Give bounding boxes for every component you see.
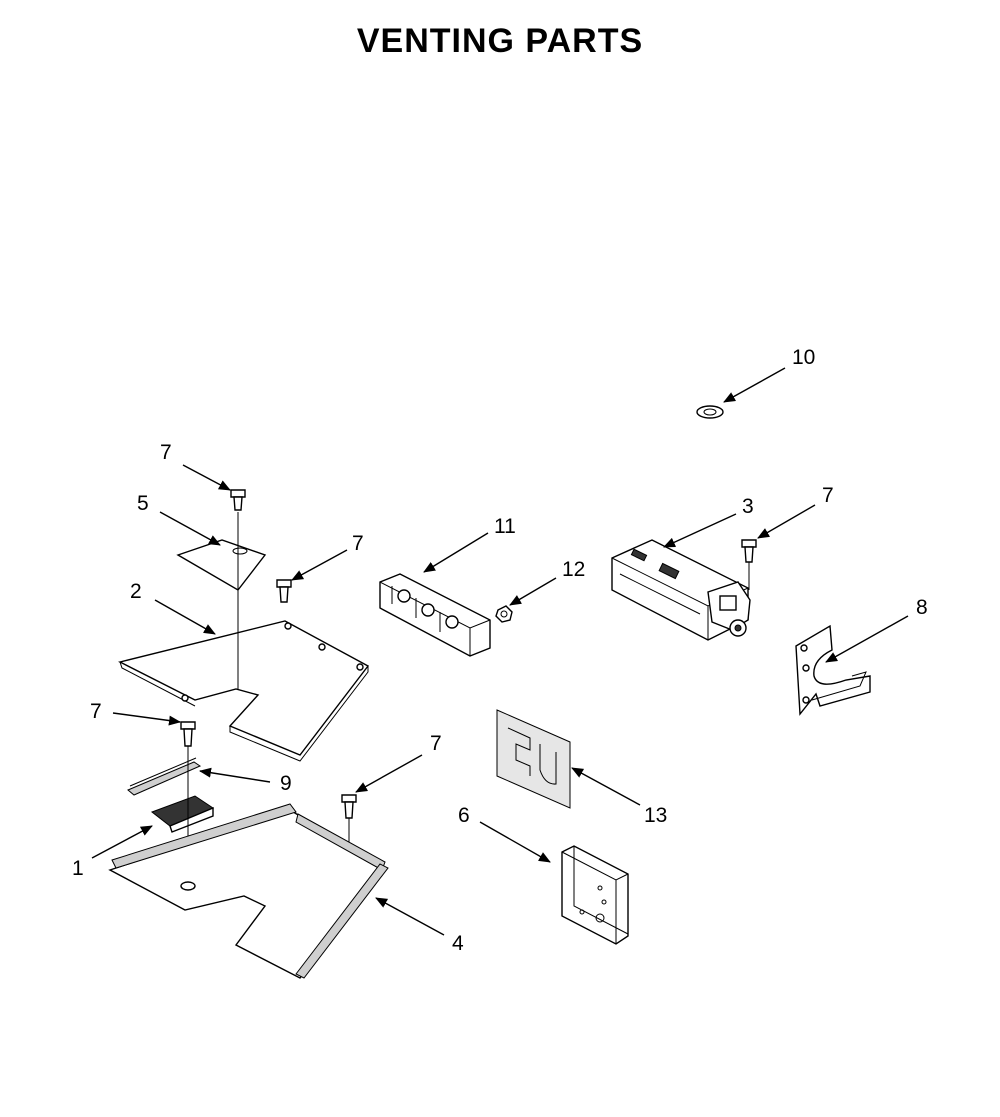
part-7-screw-right bbox=[741, 539, 757, 590]
callout-12: 12 bbox=[562, 558, 585, 581]
part-11-vent-bracket bbox=[379, 573, 491, 657]
part-2-vent-panel bbox=[118, 620, 370, 762]
leader-3 bbox=[663, 513, 737, 548]
part-13-insulation bbox=[496, 709, 571, 809]
part-5-cover-plate bbox=[176, 539, 267, 591]
leader-7a bbox=[182, 464, 231, 491]
part-7-screw-mid bbox=[276, 579, 292, 603]
leader-7b bbox=[291, 549, 348, 581]
part-7-screw-lower-left bbox=[180, 721, 196, 747]
part-7-screw-top-left bbox=[230, 489, 246, 511]
part-6-box-bracket bbox=[561, 845, 629, 945]
callout-5: 5 bbox=[137, 492, 149, 515]
part-12-nut bbox=[495, 605, 513, 623]
leader-12 bbox=[509, 577, 557, 606]
callout-7-lower-left: 7 bbox=[90, 700, 102, 723]
callout-4: 4 bbox=[452, 932, 464, 955]
leader-7e bbox=[757, 504, 816, 539]
callout-13: 13 bbox=[644, 804, 667, 827]
callout-8: 8 bbox=[916, 596, 928, 619]
leader-1 bbox=[91, 825, 153, 859]
leader-7c bbox=[112, 712, 181, 726]
leader-2 bbox=[154, 599, 216, 635]
part-8-mounting-bracket bbox=[795, 624, 871, 716]
callout-3: 3 bbox=[742, 495, 754, 518]
part-9-gasket bbox=[127, 757, 202, 796]
callout-6: 6 bbox=[458, 804, 470, 827]
callout-7-top-left: 7 bbox=[160, 441, 172, 464]
callout-7-mid: 7 bbox=[352, 532, 364, 555]
leader-9 bbox=[199, 767, 271, 783]
leader-6 bbox=[479, 821, 551, 863]
callout-7-right: 7 bbox=[822, 484, 834, 507]
part-4-base-plate bbox=[108, 803, 389, 979]
leader-7d bbox=[355, 754, 423, 793]
callout-10: 10 bbox=[792, 346, 815, 369]
leader-10 bbox=[723, 367, 786, 403]
leader-8 bbox=[825, 615, 909, 663]
part-3-vent-motor bbox=[611, 539, 751, 641]
part-1-damper bbox=[150, 795, 215, 833]
leader-5 bbox=[159, 511, 221, 546]
leader-13 bbox=[571, 767, 641, 806]
leader-4 bbox=[375, 897, 445, 936]
callout-9: 9 bbox=[280, 772, 292, 795]
diagram-title: VENTING PARTS bbox=[356, 22, 644, 60]
part-10-washer bbox=[696, 405, 724, 419]
callout-7-bottom: 7 bbox=[430, 732, 442, 755]
callout-11: 11 bbox=[494, 515, 516, 538]
callout-2: 2 bbox=[130, 580, 142, 603]
callout-1: 1 bbox=[72, 857, 84, 880]
leader-11 bbox=[423, 532, 489, 573]
